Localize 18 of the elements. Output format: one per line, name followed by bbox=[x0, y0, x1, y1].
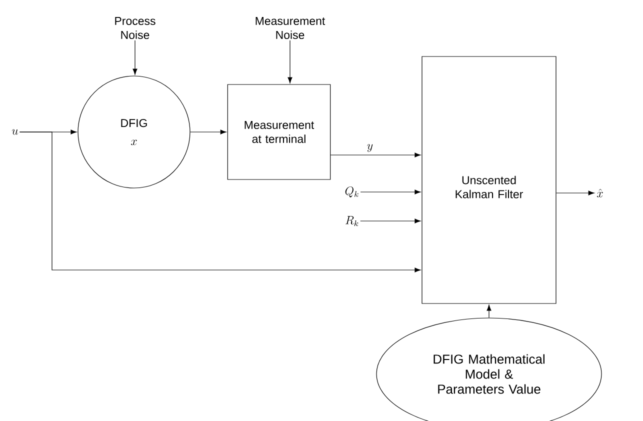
arrow bbox=[288, 40, 292, 84]
arrow bbox=[556, 190, 594, 196]
arrow bbox=[360, 190, 421, 194]
arrow bbox=[19, 132, 421, 272]
filter-box: Unscented Kalman Filter bbox=[422, 56, 556, 304]
noise-label: Measurement Noise bbox=[256, 17, 326, 40]
output-symbol: $\hat{x}$ bbox=[597, 188, 603, 198]
arrow bbox=[132, 40, 138, 75]
input-symbol: $R_k$ bbox=[346, 216, 358, 226]
arrow bbox=[190, 130, 226, 134]
edge-label: $y$ bbox=[366, 143, 374, 153]
process-box: Measurement at terminal bbox=[227, 84, 331, 180]
arrow bbox=[330, 152, 421, 158]
arrow bbox=[360, 218, 421, 224]
arrow bbox=[486, 304, 492, 318]
input-symbol: $Q_k$ bbox=[345, 186, 358, 198]
noise-label: Process Noise bbox=[115, 17, 156, 40]
input-symbol: $u$ bbox=[12, 129, 18, 135]
